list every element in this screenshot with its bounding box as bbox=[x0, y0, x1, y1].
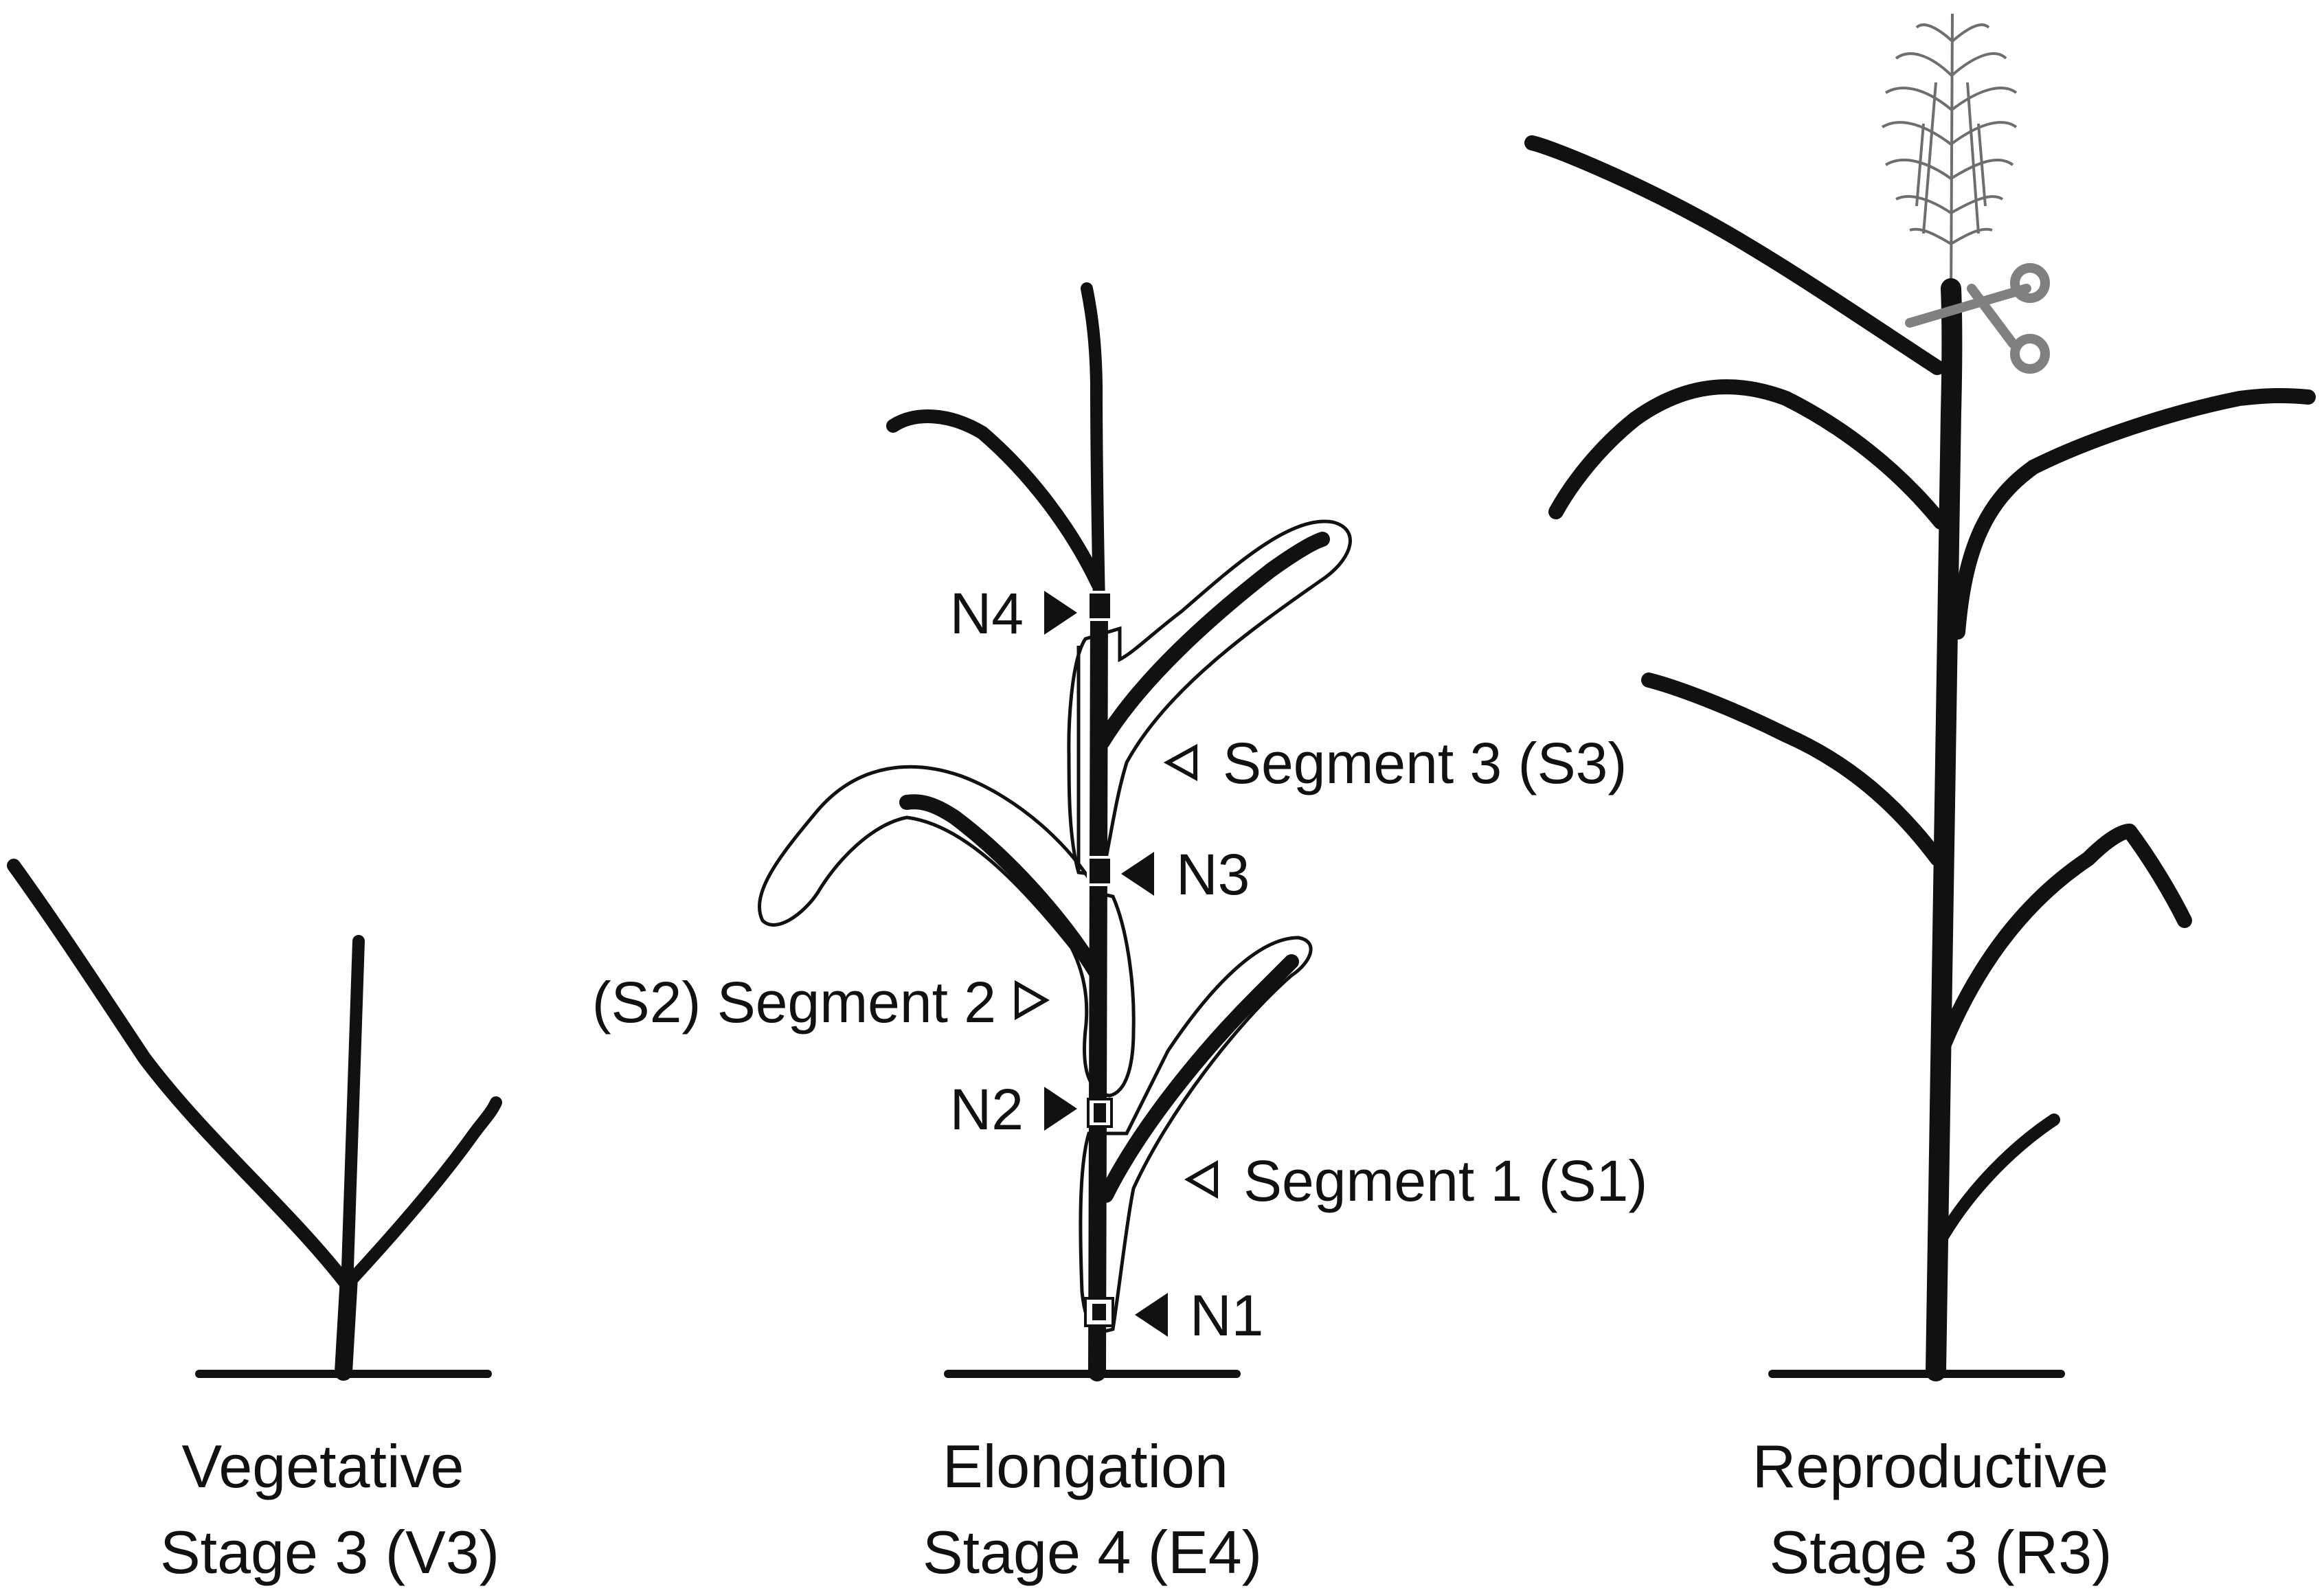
segment-1-outline bbox=[1079, 936, 1313, 1335]
segment-2-outline bbox=[758, 765, 1136, 1098]
triangle-pointer-icon bbox=[1121, 852, 1154, 896]
plant-stem-tip bbox=[1081, 282, 1105, 611]
stage-label-reproductive-line1: Reproductive bbox=[1752, 1432, 2109, 1500]
node-label-n4: N4 bbox=[950, 581, 1024, 646]
segment-3-outline bbox=[1067, 519, 1352, 878]
open-triangle-pointer-icon bbox=[1163, 743, 1197, 782]
node-box-n2-inner bbox=[1094, 1103, 1106, 1122]
segment-1-label: Segment 1 (S1) bbox=[1243, 1149, 1647, 1213]
lower-right-leaf bbox=[1937, 1114, 2060, 1243]
node-box-n3 bbox=[1087, 856, 1113, 886]
plant-stem bbox=[1088, 596, 1109, 1381]
stage-label-elongation-line2: Stage 4 (E4) bbox=[923, 1518, 1262, 1586]
segment-3-label: Segment 3 (S3) bbox=[1223, 731, 1627, 795]
segment-3-leaf bbox=[1095, 532, 1330, 749]
plant-stem bbox=[1926, 278, 1963, 1381]
vegetative-plant bbox=[7, 859, 502, 1381]
reproductive-plant bbox=[1524, 13, 2316, 1381]
node-label-n1: N1 bbox=[1190, 1283, 1263, 1348]
stage-label-elongation-line1: Elongation bbox=[943, 1432, 1228, 1500]
stage-label-vegetative-line1: Vegetative bbox=[182, 1432, 464, 1500]
scissors-icon bbox=[1905, 263, 2050, 374]
segment-2-leaf bbox=[899, 794, 1105, 983]
triangle-pointer-icon bbox=[1044, 1087, 1077, 1131]
segment-2-label: (S2) Segment 2 bbox=[592, 970, 996, 1035]
upper-left-leaf bbox=[886, 409, 1105, 591]
triangle-pointer-icon bbox=[1044, 591, 1077, 635]
node-box-n1-inner bbox=[1092, 1304, 1106, 1320]
segment-1-leaf bbox=[1098, 954, 1299, 1203]
node-box-n4 bbox=[1087, 591, 1113, 621]
tassel bbox=[1881, 13, 2018, 303]
central-leaf bbox=[341, 935, 365, 1294]
stage-label-reproductive-line2: Stage 3 (R3) bbox=[1770, 1518, 2112, 1586]
node-label-n3: N3 bbox=[1176, 842, 1250, 907]
open-triangle-pointer-icon bbox=[1184, 1160, 1218, 1199]
right-leaf bbox=[344, 1096, 502, 1287]
upper-left-leaf bbox=[1548, 379, 1948, 530]
open-triangle-pointer-icon bbox=[1015, 980, 1050, 1021]
stage-labels: Vegetative Stage 3 (V3) Elongation Stage… bbox=[160, 1432, 2112, 1586]
middle-right-leaf bbox=[1937, 824, 2192, 1052]
left-leaf bbox=[7, 859, 354, 1291]
stage-label-vegetative-line2: Stage 3 (V3) bbox=[160, 1518, 499, 1586]
top-left-leaf bbox=[1524, 135, 1945, 375]
elongation-plant: N4 N3 N2 N1 Segment 3 (S3) (S2) Segment … bbox=[592, 282, 1647, 1381]
node-label-n2: N2 bbox=[950, 1077, 1024, 1142]
triangle-pointer-icon bbox=[1135, 1293, 1168, 1337]
upper-right-leaf bbox=[1950, 387, 2316, 640]
middle-left-leaf bbox=[1641, 673, 1945, 866]
